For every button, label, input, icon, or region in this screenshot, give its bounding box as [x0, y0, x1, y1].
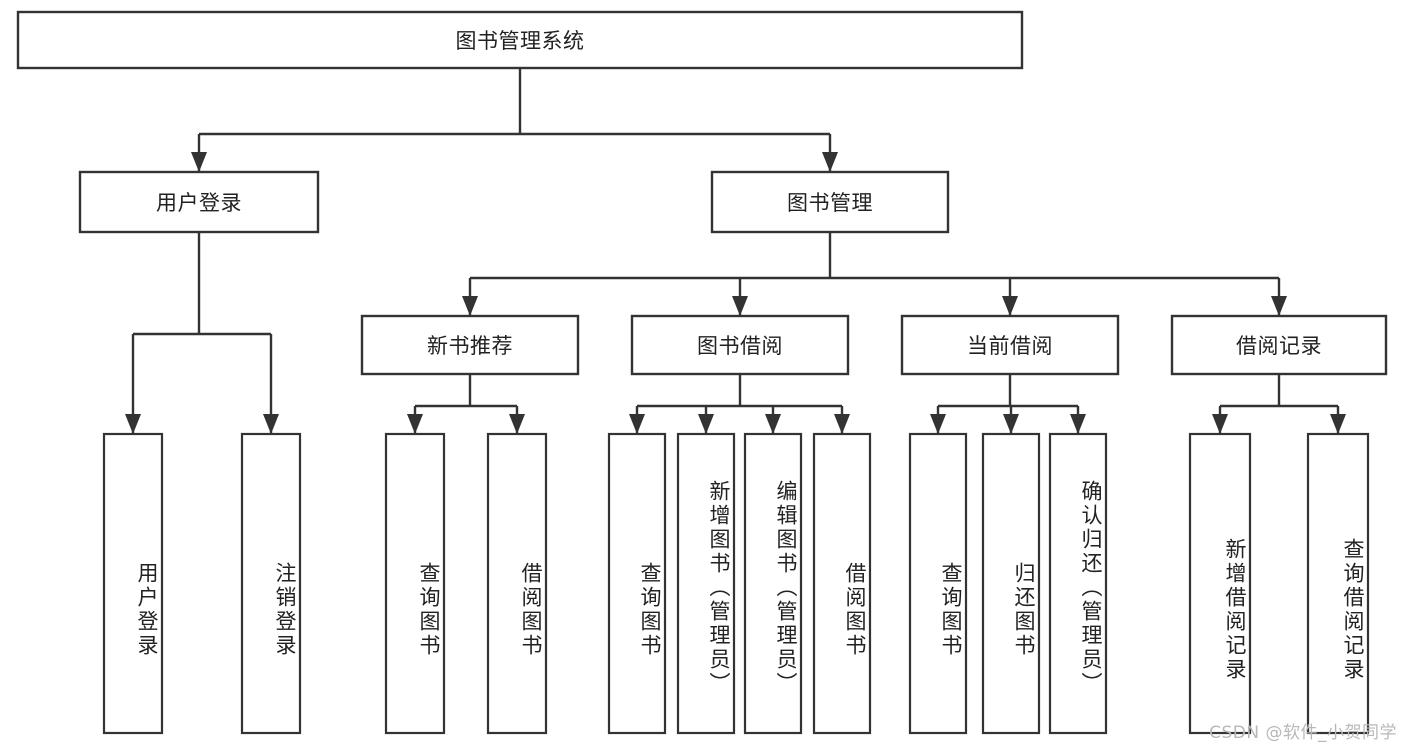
- arrow-head-leaf_query_book_2: [629, 414, 645, 434]
- node-box-book_borrow[interactable]: [630, 314, 850, 376]
- arrow-head-leaf_borrow_book_2: [834, 414, 850, 434]
- arrow-head-leaf_return_book: [1003, 414, 1019, 434]
- node-box-user_login[interactable]: [78, 170, 320, 234]
- node-box-leaf_logout[interactable]: [240, 432, 302, 735]
- arrow-head-leaf_confirm_return: [1070, 414, 1086, 434]
- box-layer: [16, 10, 1388, 735]
- arrow-head-current_borrow: [1002, 296, 1018, 316]
- arrow-head-book_borrow: [732, 296, 748, 316]
- node-box-current_borrow[interactable]: [900, 314, 1120, 376]
- arrow-head-leaf_user_login: [125, 414, 141, 434]
- node-box-leaf_query_book_1[interactable]: [384, 432, 446, 735]
- arrow-head-leaf_borrow_book_1: [509, 414, 525, 434]
- watermark: CSDN @软件_小贺同学: [1209, 723, 1397, 743]
- arrow-head-book_manage: [822, 152, 838, 172]
- node-box-root[interactable]: [16, 10, 1024, 70]
- node-box-leaf_query_record[interactable]: [1306, 432, 1370, 735]
- node-box-leaf_add_record[interactable]: [1188, 432, 1252, 735]
- node-box-leaf_user_login[interactable]: [102, 432, 164, 735]
- node-box-leaf_add_book[interactable]: [676, 432, 736, 735]
- node-box-leaf_return_book[interactable]: [981, 432, 1041, 735]
- connector-layer: [125, 68, 1346, 434]
- node-box-leaf_confirm_return[interactable]: [1048, 432, 1108, 735]
- node-box-book_manage[interactable]: [710, 170, 950, 234]
- node-box-leaf_edit_book[interactable]: [743, 432, 803, 735]
- arrow-head-borrow_record: [1271, 296, 1287, 316]
- node-box-leaf_borrow_book_2[interactable]: [812, 432, 872, 735]
- node-box-leaf_query_book_3[interactable]: [908, 432, 968, 735]
- arrow-head-user_login: [191, 152, 207, 172]
- arrow-head-new_book_rec: [462, 296, 478, 316]
- node-box-leaf_query_book_2[interactable]: [607, 432, 667, 735]
- arrow-head-leaf_query_book_3: [930, 414, 946, 434]
- arrow-head-leaf_add_book: [698, 414, 714, 434]
- arrow-head-leaf_edit_book: [765, 414, 781, 434]
- arrow-head-leaf_add_record: [1212, 414, 1228, 434]
- node-box-leaf_borrow_book_1[interactable]: [486, 432, 548, 735]
- node-box-borrow_record[interactable]: [1170, 314, 1388, 376]
- arrow-head-leaf_query_record: [1330, 414, 1346, 434]
- arrow-head-leaf_query_book_1: [407, 414, 423, 434]
- arrow-head-leaf_logout: [263, 414, 279, 434]
- node-box-new_book_rec[interactable]: [360, 314, 580, 376]
